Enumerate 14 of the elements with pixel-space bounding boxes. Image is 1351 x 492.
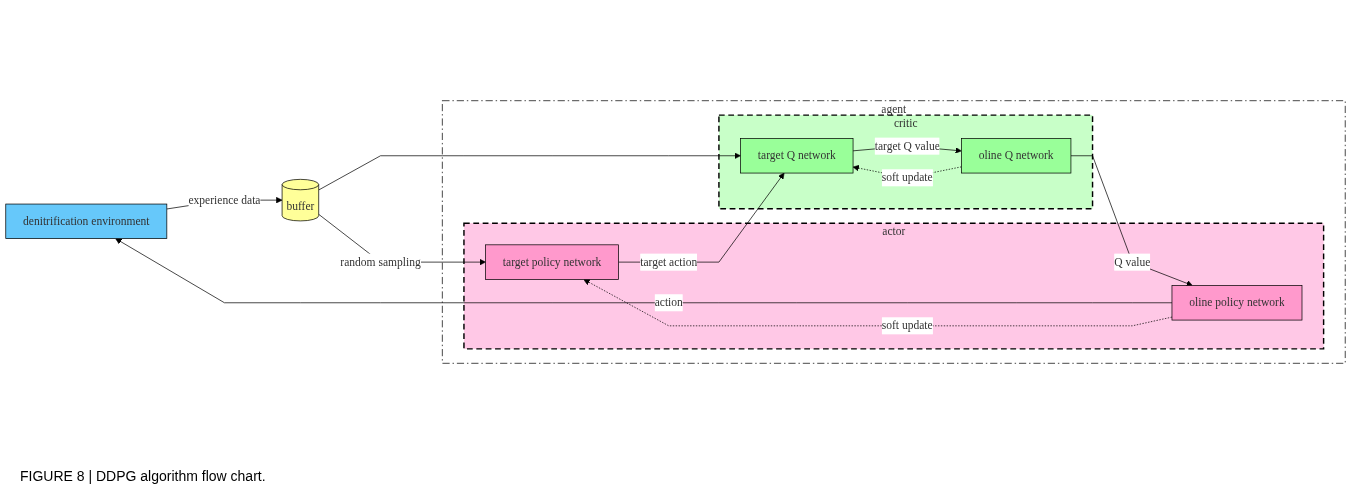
edge-label: random sampling: [340, 255, 421, 268]
figure-caption: FIGURE 8 | DDPG algorithm flow chart.: [20, 468, 266, 484]
edge-label: action: [654, 296, 683, 309]
node-box: oline policy network: [1171, 285, 1303, 321]
edge-label: Q value: [1114, 255, 1151, 268]
edge-label: soft update: [881, 319, 933, 332]
node-box: target policy network: [485, 244, 619, 280]
node-box: denitrification environment: [5, 203, 168, 239]
edge-label: target Q value: [874, 139, 940, 152]
edge-label: target action: [640, 255, 698, 268]
edge-label: experience data: [188, 193, 261, 206]
node-box: oline Q network: [961, 138, 1072, 174]
node-box: target Q network: [740, 138, 854, 174]
edge-label: soft update: [881, 171, 933, 184]
